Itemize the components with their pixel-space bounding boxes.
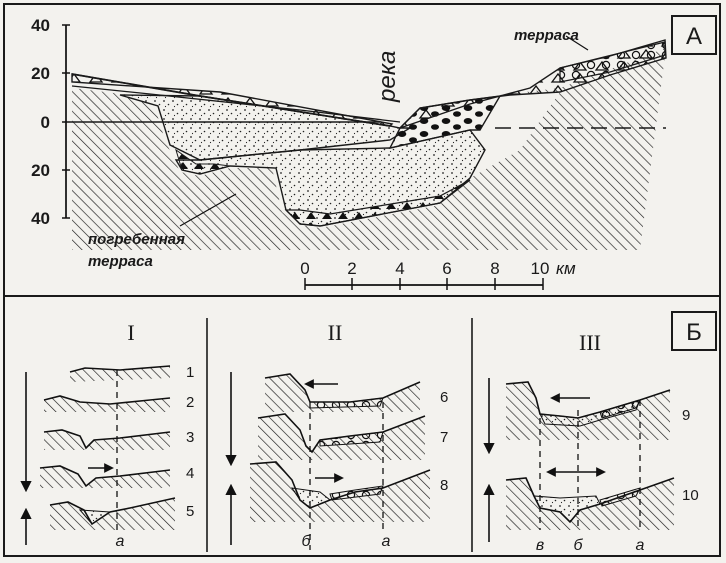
axis-letter: б [574,537,584,554]
group-numeral: II [328,320,343,345]
profile-number: 9 [682,407,690,424]
axis-letter: б [302,533,312,550]
group-numeral: III [579,330,601,355]
profile-number: 4 [186,465,194,482]
scale-tick-label: 0 [300,259,309,278]
y-tick-label: 40 [31,16,50,35]
buried-terrace-label-line1: погребенная [88,231,185,248]
profile-number: 6 [440,389,448,406]
panel-b-letter: Б [686,319,702,346]
scale-tick-label: 6 [442,259,451,278]
profile-number: 10 [682,487,699,504]
profile-number: 1 [186,364,194,381]
scale-unit: км [556,259,576,278]
scale-tick-label: 8 [490,259,499,278]
scale-tick-label: 2 [347,259,356,278]
axis-letter: а [636,537,645,554]
scale-tick-label: 4 [395,259,404,278]
axis-letter: а [382,533,391,550]
y-tick-label: 20 [31,64,50,83]
profile-number: 5 [186,503,194,520]
profile-number: 2 [186,394,194,411]
profile-number: 3 [186,429,194,446]
y-tick-label: 0 [41,113,50,132]
scale-tick-label: 10 [531,259,550,278]
panel-a-letter: А [686,23,702,50]
y-tick-label: 40 [31,209,50,228]
river-label: река [374,51,401,103]
y-tick-label: 20 [31,161,50,180]
profile-number: 7 [440,429,448,446]
profile-number: 8 [440,477,448,494]
group-numeral: I [127,320,134,345]
axis-letter: а [116,533,125,550]
terrace-label: терраса [514,27,579,44]
axis-letter: в [536,537,544,554]
buried-terrace-label-line2: терраса [88,253,153,270]
